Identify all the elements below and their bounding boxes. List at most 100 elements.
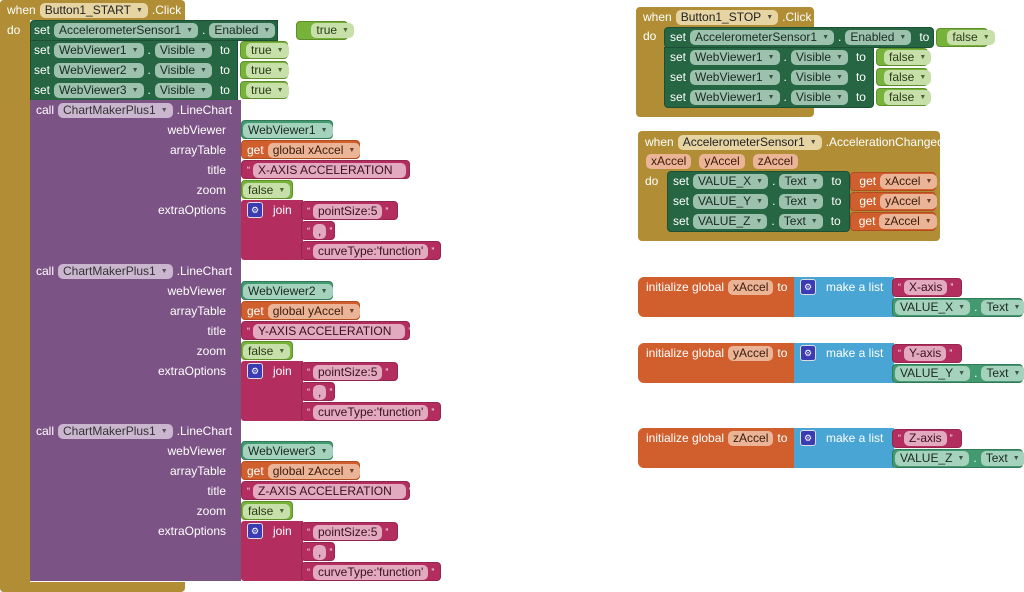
property-dropdown[interactable]: Enabled▼ [845,29,912,45]
boolean-dropdown[interactable]: true▼ [245,82,289,98]
component-dropdown[interactable]: WebViewer3▼ [54,82,144,98]
param-zaccel[interactable]: zAccel [752,153,799,169]
property-dropdown[interactable]: Visible▼ [790,89,848,105]
option-text-field[interactable]: pointSize:5 [313,364,383,380]
boolean-dropdown[interactable]: false▼ [947,29,995,45]
property-dropdown[interactable]: Visible▼ [154,42,212,58]
option-text-field[interactable]: curveType:'function' [313,243,429,259]
option-text-field[interactable]: pointSize:5 [313,203,383,219]
property-dropdown[interactable]: Text▼ [779,173,824,189]
webviewer-dropdown[interactable]: WebViewer1▼ [243,122,333,138]
component-dropdown[interactable]: ChartMakerPlus1▼ [58,102,173,118]
title-text-field[interactable]: X-AXIS ACCELERATION [253,162,407,178]
boolean-dropdown[interactable]: true▼ [245,42,289,58]
property-dropdown[interactable]: Text▼ [779,193,824,209]
mutator-gear-icon[interactable]: ⚙ [247,523,263,539]
boolean-dropdown[interactable]: true▼ [245,62,289,78]
option-text-field[interactable]: , [313,223,327,239]
property-dropdown[interactable]: Text▼ [980,450,1024,466]
component-dropdown[interactable]: VALUE_Y▼ [693,193,769,209]
component-name: WebViewer2 [59,62,127,77]
variable-dropdown[interactable]: global yAccel▼ [267,303,361,319]
property-dropdown[interactable]: Text▼ [778,213,823,229]
property-dropdown[interactable]: Text▼ [981,299,1024,315]
variable-dropdown[interactable]: xAccel▼ [880,173,938,189]
option-text-field[interactable]: curveType:'function' [313,404,429,420]
property-dropdown[interactable]: Visible▼ [154,62,212,78]
do-keyword: do [7,23,21,37]
mutator-gear-icon[interactable]: ⚙ [247,363,263,379]
variable-name-field[interactable]: zAccel [728,430,774,446]
boolean-dropdown[interactable]: true▼ [311,22,354,38]
list-item-text-field[interactable]: Y-axis [904,345,947,361]
component-dropdown[interactable]: ChartMakerPlus1▼ [58,263,173,279]
component-dropdown[interactable]: VALUE_Z▼ [693,213,768,229]
setter-row[interactable]: set WebViewer3▼ . Visible▼ to true▼ [30,80,289,100]
component-dropdown[interactable]: AccelerometerSensor1▼ [54,22,199,38]
title-text-field[interactable]: Z-AXIS ACCELERATION [253,483,406,499]
property-dropdown[interactable]: Visible▼ [154,82,212,98]
component-dropdown[interactable]: Button1_START▼ [39,2,148,18]
param-xaccel[interactable]: xAccel [646,153,692,169]
variable-dropdown[interactable]: global xAccel▼ [267,142,361,158]
boolean-dropdown[interactable]: false▼ [883,69,932,85]
component-dropdown[interactable]: AccelerometerSensor1▼ [677,134,822,150]
variable-name-field[interactable]: xAccel [728,279,774,295]
component-dropdown[interactable]: AccelerometerSensor1▼ [690,29,835,45]
component-dropdown[interactable]: VALUE_Y▼ [895,365,971,381]
component-dropdown[interactable]: WebViewer1▼ [54,42,144,58]
component-dropdown[interactable]: WebViewer1▼ [690,69,780,85]
variable-dropdown[interactable]: zAccel▼ [879,213,937,229]
list-item-text-field[interactable]: X-axis [904,279,948,295]
component-dropdown[interactable]: VALUE_Z▼ [895,450,970,466]
boolean-dropdown[interactable]: false▼ [883,49,932,65]
setter-row[interactable]: set WebViewer1▼ . Visible▼ to true▼ [30,40,289,60]
dropdown-arrow-icon: ▼ [320,447,328,455]
param-yaccel[interactable]: yAccel [699,153,745,169]
component-dropdown[interactable]: Button1_STOP▼ [675,9,779,25]
component-dropdown[interactable]: ChartMakerPlus1▼ [58,423,173,439]
component-dropdown[interactable]: VALUE_X▼ [895,299,971,315]
property-dropdown[interactable]: Visible▼ [790,49,848,65]
variable-dropdown[interactable]: global zAccel▼ [267,463,361,479]
mutator-gear-icon[interactable]: ⚙ [800,279,816,295]
mutator-gear-icon[interactable]: ⚙ [247,202,263,218]
option-text-field[interactable]: curveType:'function' [313,564,429,580]
property-dropdown[interactable]: Enabled▼ [209,22,276,38]
component-dropdown[interactable]: VALUE_X▼ [693,173,769,189]
component-dropdown[interactable]: WebViewer1▼ [690,89,780,105]
boolean-dropdown[interactable]: false▼ [243,182,291,198]
open-quote-icon: “ [247,165,250,175]
option-text-field[interactable]: , [313,384,327,400]
boolean-dropdown[interactable]: false▼ [243,343,291,359]
variable-name-field[interactable]: yAccel [728,345,774,361]
event-footer [0,582,185,592]
mutator-gear-icon[interactable]: ⚙ [800,345,816,361]
option-text-field[interactable]: , [313,544,327,560]
component-dropdown[interactable]: WebViewer2▼ [54,62,144,78]
dropdown-arrow-icon: ▼ [836,93,843,101]
property-dropdown[interactable]: Visible▼ [790,69,848,85]
dot: . [147,83,151,97]
property-dropdown[interactable]: Text▼ [981,365,1024,381]
option-text-field[interactable]: pointSize:5 [313,524,383,540]
dropdown-arrow-icon: ▼ [755,217,763,225]
list-item-text-field[interactable]: Z-axis [904,430,947,446]
title-text-field[interactable]: Y-AXIS ACCELERATION [253,323,406,339]
setter-row[interactable]: set WebViewer2▼ . Visible▼ to true▼ [30,60,289,80]
variable-dropdown[interactable]: yAccel▼ [880,193,938,209]
webviewer-dropdown[interactable]: WebViewer2▼ [243,283,333,299]
boolean-dropdown[interactable]: false▼ [243,503,291,519]
boolean-dropdown[interactable]: false▼ [883,89,932,105]
mutator-gear-icon[interactable]: ⚙ [800,430,816,446]
webviewer-dropdown[interactable]: WebViewer3▼ [243,443,333,459]
dropdown-arrow-icon: ▼ [809,138,817,146]
component-dropdown[interactable]: WebViewer1▼ [690,49,780,65]
